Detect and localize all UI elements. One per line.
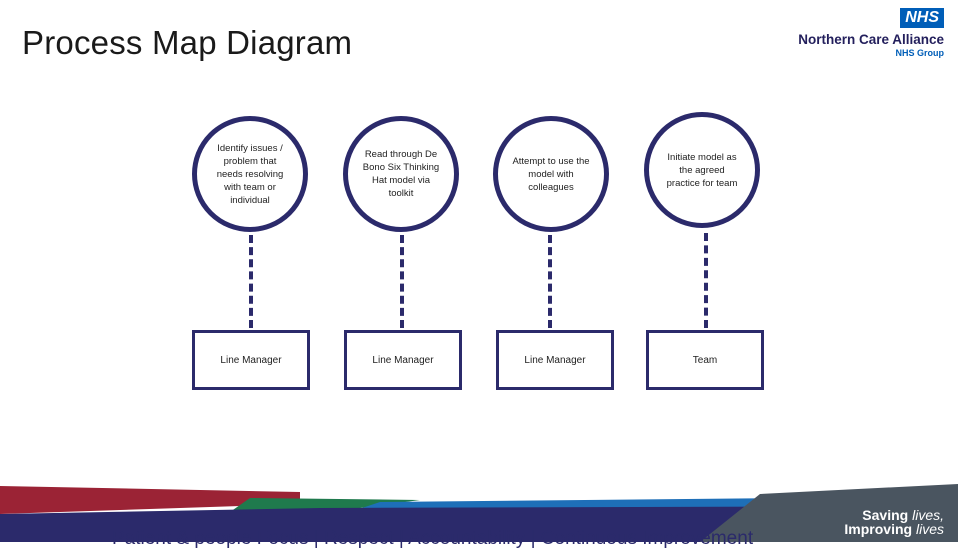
process-step-1-connector [249,235,253,328]
process-step-2-connector [400,235,404,328]
logo-org-name: Northern Care Alliance [798,32,944,47]
process-step-4-connector [704,233,708,328]
slogan-saving: Saving [862,507,909,523]
page-title: Process Map Diagram [22,24,353,61]
process-step-2-circle: Read through De Bono Six Thinking Hat mo… [343,116,459,232]
slogan-lives-2: lives [915,521,944,537]
process-step-1-owner: Line Manager [220,354,282,366]
process-step-3-owner: Line Manager [524,354,586,366]
footer-wave-graphic [0,484,958,542]
process-step-4-owner: Team [692,354,718,366]
footer-green-band [230,498,420,512]
footer-slogan: Saving lives, Improving lives [844,508,944,536]
process-step-3-circle: Attempt to use the model with colleagues [493,116,609,232]
process-step-2-text: Read through De Bono Six Thinking Hat mo… [362,149,440,199]
process-step-1-circle: Identify issues / problem that needs res… [192,116,308,232]
footer-red-band [0,486,300,514]
process-step-3-owner-box: Line Manager [496,330,614,390]
process-step-1-text: Identify issues / problem that needs res… [216,142,284,206]
nhs-badge: NHS [900,8,944,28]
process-step-2-owner: Line Manager [372,354,434,366]
slogan-lives-1: lives, [912,507,944,523]
process-step-4-owner-box: Team [646,330,764,390]
process-step-4-circle: Initiate model as the agreed practice fo… [644,112,760,228]
logo-group-name: NHS Group [895,48,945,58]
footer-slogan-line-2: Improving lives [844,522,944,536]
process-step-3-text: Attempt to use the model with colleagues [512,155,590,193]
footer-grey-band [700,484,958,542]
nhs-logo: NHS Northern Care Alliance NHS Group [784,8,944,62]
process-step-2-owner-box: Line Manager [344,330,462,390]
process-step-4-text: Initiate model as the agreed practice fo… [666,151,738,189]
footer-values: Patient & people Focus | Respect | Accou… [112,528,754,549]
process-step-1-owner-box: Line Manager [192,330,310,390]
process-step-3-connector [548,235,552,328]
footer-slogan-line-1: Saving lives, [844,508,944,522]
slogan-improving: Improving [844,521,913,537]
